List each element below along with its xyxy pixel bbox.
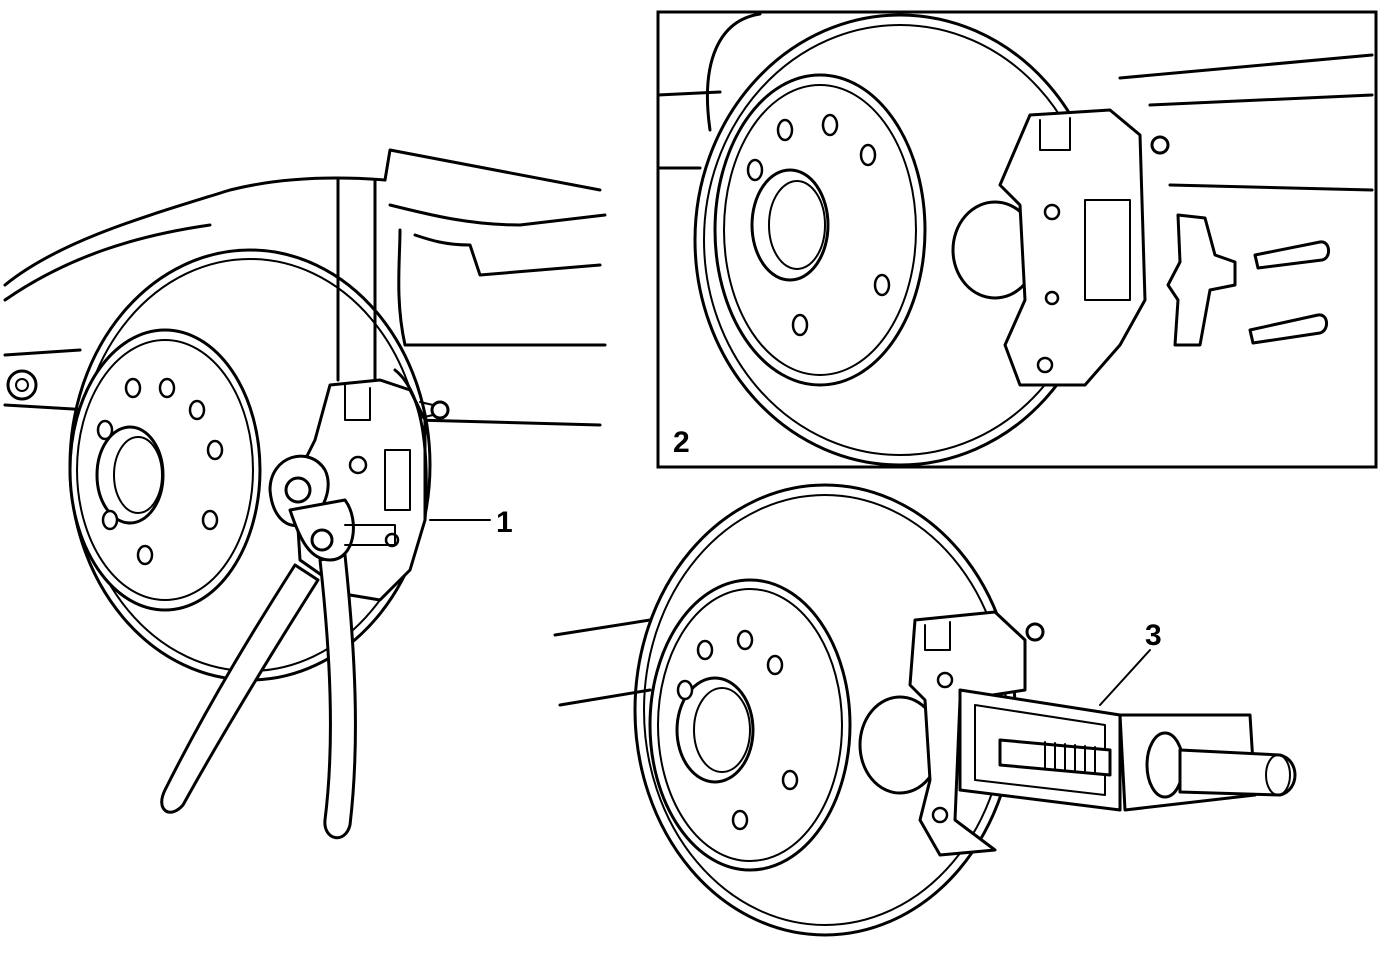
callout-3-leader bbox=[1099, 649, 1151, 706]
guide-bolt-lower bbox=[1248, 313, 1328, 345]
hub-center-bore-2 bbox=[750, 168, 830, 282]
bleed-nipple-3 bbox=[1025, 622, 1045, 642]
axle-bushing bbox=[6, 369, 38, 401]
pliers-handle-right bbox=[318, 553, 357, 839]
hub bbox=[68, 328, 262, 612]
pliers-handle-left bbox=[160, 563, 320, 814]
pliers bbox=[160, 454, 396, 839]
bleed-nipple-2 bbox=[1150, 135, 1170, 155]
callout-2: 2 bbox=[673, 426, 690, 459]
wheel-arch bbox=[3, 176, 387, 287]
callout-1: 1 bbox=[496, 506, 513, 539]
hub-center-bore-3 bbox=[675, 676, 755, 784]
view-2-caliper-removed: 2 bbox=[656, 10, 1378, 469]
hub-center-bore bbox=[95, 425, 165, 525]
pliers-pivot bbox=[310, 528, 334, 552]
brake-caliper-3 bbox=[908, 610, 1027, 857]
brake-hose bbox=[393, 368, 428, 522]
view-3-piston-reset-tool: 3 bbox=[553, 483, 1297, 937]
bleed-nipple bbox=[430, 400, 450, 420]
brake-caliper-2 bbox=[998, 108, 1147, 387]
pad-retaining-spring bbox=[1166, 213, 1237, 347]
tool-handle bbox=[1178, 748, 1297, 797]
piston-reset-tool bbox=[958, 688, 1297, 812]
view-1-pliers-on-caliper: 1 bbox=[3, 148, 607, 839]
callout-3: 3 bbox=[1145, 619, 1162, 652]
guide-bolt-upper bbox=[1253, 240, 1330, 270]
